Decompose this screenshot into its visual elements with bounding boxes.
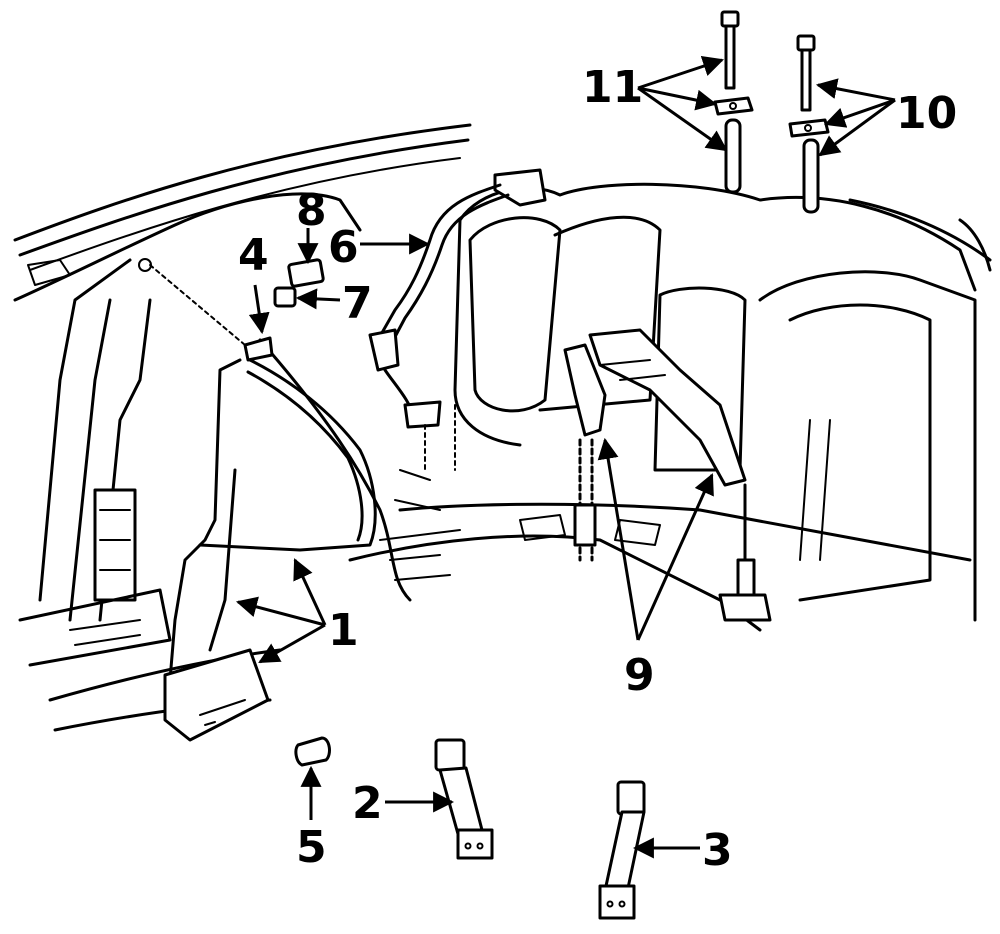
callout-4: 4: [238, 230, 269, 281]
callout-3: 3: [702, 825, 733, 876]
callout-11: 11: [582, 62, 643, 113]
callout-6: 6: [328, 222, 359, 273]
upper-anchor-part-4: [138, 258, 274, 362]
center-buckle-belts-part-9: [563, 328, 772, 622]
rear-belt-part-6: [368, 168, 547, 471]
callout-10: 10: [896, 88, 957, 139]
bolts-washers-spacers-parts-10-11: [713, 10, 830, 214]
loose-part-5: [294, 736, 331, 767]
loose-buckle-part-3: [598, 780, 646, 920]
front-belt-assembly: [163, 358, 377, 742]
leader-arrows: [235, 56, 896, 859]
callout-5: 5: [296, 822, 327, 873]
callout-8: 8: [296, 185, 327, 236]
loose-buckle-part-2: [434, 738, 494, 860]
vehicle-body-left: [13, 123, 472, 732]
callout-7: 7: [342, 278, 373, 329]
callout-2: 2: [352, 778, 383, 829]
callout-1: 1: [328, 605, 359, 656]
rear-seat: [348, 182, 992, 632]
callout-9: 9: [624, 650, 655, 701]
guide-cover-parts-7-8: [273, 258, 325, 308]
